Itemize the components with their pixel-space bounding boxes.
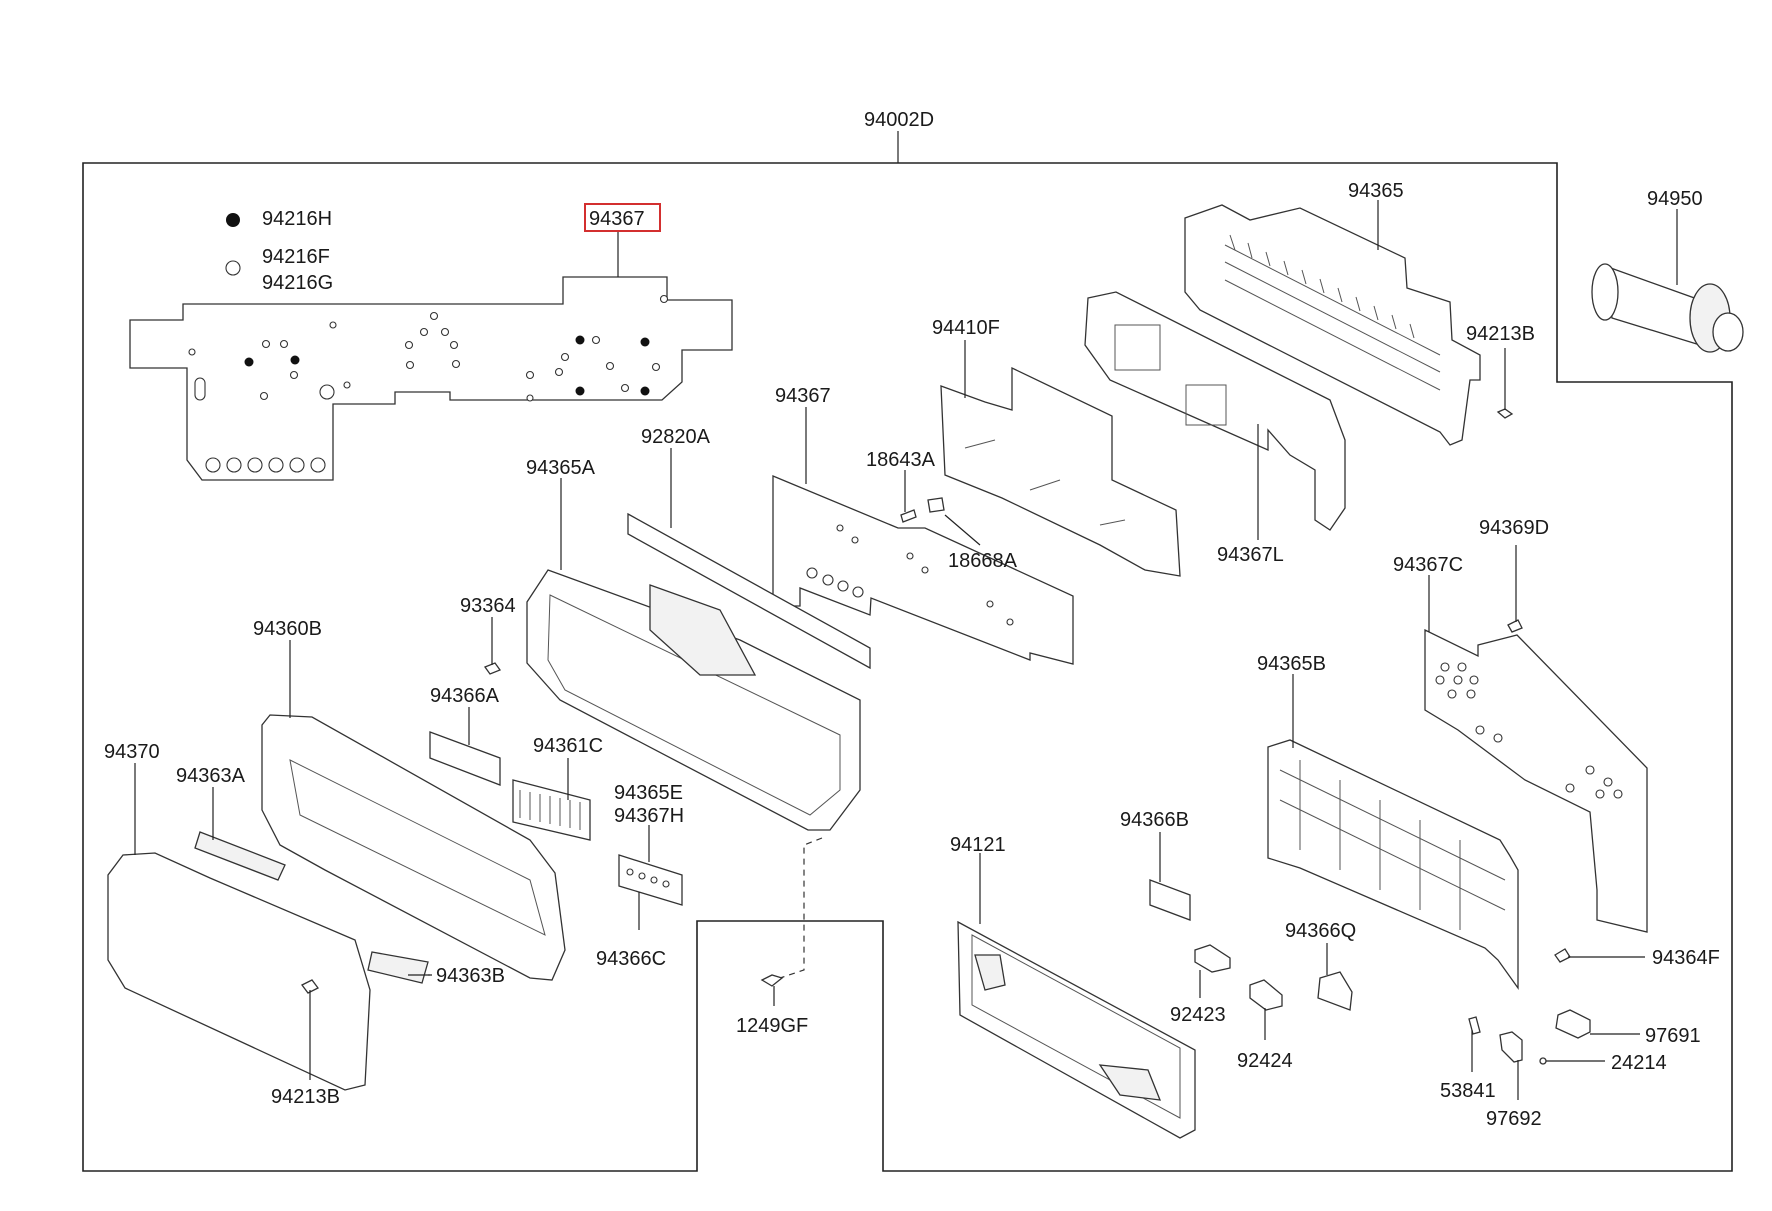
- callout-94121[interactable]: 94121: [950, 834, 1006, 856]
- callout-97691[interactable]: 97691: [1645, 1025, 1701, 1047]
- callout-18643A[interactable]: 18643A: [866, 449, 936, 471]
- callout-1249GF[interactable]: 1249GF: [736, 1015, 808, 1037]
- plate-94367L: [1084, 291, 1346, 531]
- callout-94367-mid[interactable]: 94367: [775, 385, 831, 407]
- callout-94363B[interactable]: 94363B: [436, 965, 505, 987]
- callout-94366B[interactable]: 94366B: [1120, 809, 1189, 831]
- callout-94367L[interactable]: 94367L: [1217, 544, 1284, 566]
- decal-94363A: [194, 831, 286, 881]
- callout-94366A[interactable]: 94366A: [430, 685, 500, 707]
- highlight-label[interactable]: 94367: [589, 208, 645, 230]
- callout-92423[interactable]: 92423: [1170, 1004, 1226, 1026]
- pcb-94410F: [940, 366, 1181, 577]
- part-94365E: [618, 854, 683, 906]
- callout-94367C[interactable]: 94367C: [1393, 554, 1463, 576]
- decal-94363B: [367, 951, 429, 984]
- callout-94366C[interactable]: 94366C: [596, 948, 666, 970]
- part-92424: [1249, 979, 1283, 1011]
- legend-filled-dot: [226, 213, 240, 227]
- screw-94213B-top: [1496, 348, 1514, 419]
- assembly-label: 94002D: [864, 109, 934, 131]
- callout-24214[interactable]: 24214: [1611, 1052, 1667, 1074]
- pin-53841: [1468, 1016, 1481, 1035]
- callout-94213B-top[interactable]: 94213B: [1466, 323, 1535, 345]
- glass-94370: [107, 852, 371, 1091]
- housing-94365: [1184, 204, 1481, 446]
- callout-94365A[interactable]: 94365A: [526, 457, 596, 479]
- callout-94410F[interactable]: 94410F: [932, 317, 1000, 339]
- callout-18668A[interactable]: 18668A: [948, 550, 1018, 572]
- callout-94365B[interactable]: 94365B: [1257, 653, 1326, 675]
- screw-94213B-bottom: [301, 979, 319, 994]
- part-94366B: [1149, 879, 1191, 921]
- pcb-94367-top: [129, 276, 733, 481]
- callout-93364[interactable]: 93364: [460, 595, 516, 617]
- callout-92820A[interactable]: 92820A: [641, 426, 711, 448]
- callout-94950[interactable]: 94950: [1647, 188, 1703, 210]
- callout-94365[interactable]: 94365: [1348, 180, 1404, 202]
- callout-53841[interactable]: 53841: [1440, 1080, 1496, 1102]
- case-94365A: [526, 569, 861, 831]
- clip-97692: [1499, 1031, 1523, 1063]
- connector-94361C: [512, 779, 591, 841]
- legend-open-label-2: 94216G: [262, 272, 333, 294]
- part-97691: [1555, 1009, 1591, 1039]
- callout-94363A[interactable]: 94363A: [176, 765, 246, 787]
- legend-filled-label: 94216H: [262, 208, 332, 230]
- dash-1249GF: [779, 837, 823, 979]
- callout-94366Q[interactable]: 94366Q: [1285, 920, 1356, 942]
- part-24214: [1539, 1057, 1547, 1065]
- callout-92424[interactable]: 92424: [1237, 1050, 1293, 1072]
- screw-94369D: [1507, 619, 1523, 633]
- part-94366A: [429, 731, 501, 786]
- legend-open-dot: [225, 260, 241, 276]
- callout-94365E[interactable]: 94365E: [614, 782, 683, 804]
- part-92423: [1194, 944, 1231, 973]
- bulb-18643A: [900, 497, 945, 523]
- callout-94369D[interactable]: 94369D: [1479, 517, 1549, 539]
- strip-92820A: [627, 512, 871, 670]
- highlight-box: [584, 203, 661, 232]
- callout-94361C[interactable]: 94361C: [533, 735, 603, 757]
- pcb-holes: [188, 294, 669, 473]
- callout-97692[interactable]: 97692: [1486, 1108, 1542, 1130]
- bezel-94121: [957, 920, 1196, 1139]
- mask-94360B: [261, 714, 566, 981]
- callout-94213B-bottom[interactable]: 94213B: [271, 1086, 340, 1108]
- pcb-94367-mid: [772, 475, 1074, 665]
- plate-94367C: [1424, 628, 1648, 933]
- bulb-94950: [1591, 263, 1744, 353]
- callout-94364F[interactable]: 94364F: [1652, 947, 1720, 969]
- legend-open-label-1: 94216F: [262, 246, 330, 268]
- callout-94370[interactable]: 94370: [104, 741, 160, 763]
- assembly-frame: [82, 162, 1733, 1172]
- case-94365B: [1267, 739, 1519, 991]
- leader-18668A: [944, 514, 981, 546]
- part-94366Q: [1317, 971, 1353, 1011]
- callout-94367H[interactable]: 94367H: [614, 805, 684, 827]
- callout-94360B[interactable]: 94360B: [253, 618, 322, 640]
- screw-94364F: [1554, 948, 1571, 963]
- screw-1249GF: [760, 974, 784, 987]
